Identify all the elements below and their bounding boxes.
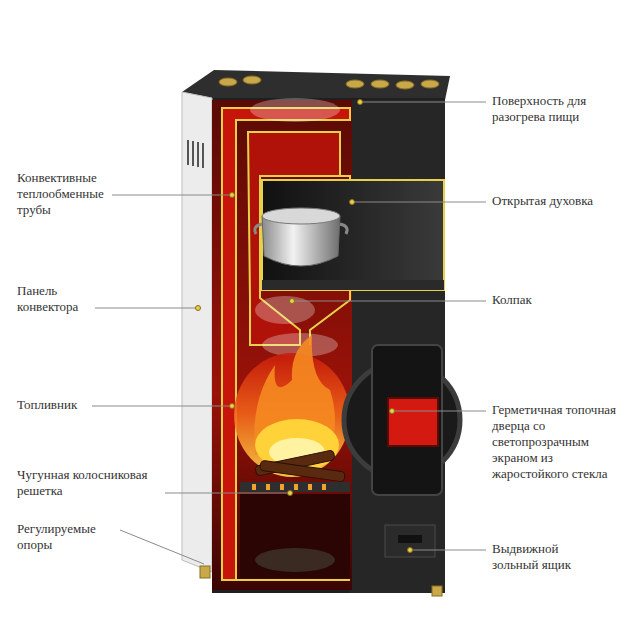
leader-line	[120, 530, 204, 564]
smoke	[255, 296, 315, 324]
leader-dot	[230, 404, 235, 409]
stove-body	[350, 100, 445, 593]
leader-line	[292, 301, 486, 302]
firebox-cutaway	[222, 108, 350, 580]
firebox-door	[388, 398, 438, 446]
leader-line	[352, 202, 486, 203]
part-label: Выдвижной зольный ящик	[492, 541, 592, 573]
cast-iron-grate	[280, 484, 284, 490]
cast-iron-grate	[252, 484, 326, 490]
adjustable-legs	[432, 586, 442, 596]
cast-iron-grate	[322, 484, 326, 490]
part-label: Герметичная топочная дверца со светопроз…	[492, 402, 622, 482]
fire	[234, 335, 350, 477]
leader-dot	[288, 491, 293, 496]
leader-dot	[358, 100, 363, 105]
cooking-surface-burners	[219, 76, 439, 89]
stove-body	[212, 98, 445, 593]
leader-dot	[408, 548, 413, 553]
smoke	[250, 98, 340, 122]
leader-line	[112, 195, 232, 196]
leader-line	[360, 102, 486, 103]
pot	[255, 224, 262, 234]
cast-iron-grate	[252, 484, 256, 490]
convector-vents	[192, 141, 194, 166]
leader-dot	[390, 409, 395, 414]
pot	[340, 224, 347, 234]
leader-dot	[196, 306, 201, 311]
cooking-surface-burners	[421, 80, 439, 88]
cooking-surface-burners	[371, 80, 389, 88]
firebox-cutaway	[212, 100, 352, 590]
ash-pit	[240, 494, 350, 578]
cast-iron-grate	[240, 482, 350, 492]
stove-body	[182, 70, 450, 593]
convector-vents	[188, 140, 203, 168]
open-oven	[262, 280, 444, 290]
cast-iron-grate	[294, 484, 298, 490]
leader-dot	[196, 100, 413, 553]
leader-line	[392, 411, 486, 412]
logs	[255, 450, 345, 482]
firebox-door	[372, 345, 442, 495]
cooking-surface-burners	[396, 81, 414, 89]
cast-iron-grate	[266, 484, 270, 490]
ash-pit	[255, 548, 335, 572]
ash-drawer	[398, 535, 422, 543]
leader-dot	[230, 193, 235, 198]
leader-dot	[350, 200, 355, 205]
logs	[260, 460, 346, 482]
leader-line	[92, 406, 232, 407]
ash-pit	[240, 494, 350, 578]
stove-body	[182, 92, 212, 572]
open-oven	[262, 180, 444, 290]
leader-line	[165, 493, 290, 494]
cast-iron-grate	[240, 482, 350, 492]
part-label: Поверхность для разогрева пищи	[492, 93, 622, 125]
part-label: Панель конвектора	[17, 283, 92, 315]
convector-vents	[202, 143, 204, 168]
adjustable-legs	[200, 566, 442, 596]
cooking-surface-burners	[243, 76, 261, 84]
pot	[255, 208, 347, 266]
stove-body	[182, 70, 450, 100]
convector-vents	[187, 140, 189, 165]
cast-iron-grate	[308, 484, 312, 490]
convector-vents	[197, 142, 199, 167]
firebox-cutaway	[236, 579, 350, 581]
firebox-door	[344, 345, 460, 495]
leader-dot	[290, 299, 295, 304]
smoke	[250, 98, 340, 357]
adjustable-legs	[200, 566, 210, 578]
part-label: Открытая духовка	[492, 193, 632, 209]
part-label: Колпак	[492, 292, 612, 308]
ash-drawer	[385, 525, 435, 557]
leader-line	[95, 308, 198, 309]
cooking-surface-burners	[346, 80, 364, 88]
leader-line	[92, 102, 486, 564]
part-label: Топливник	[17, 397, 117, 413]
part-label: Конвективные теплообменные трубы	[17, 170, 117, 218]
pot	[262, 208, 340, 224]
cooking-surface-burners	[219, 78, 237, 86]
firebox-cutaway	[212, 100, 352, 590]
leader-line	[410, 550, 486, 551]
part-label: Регулируемые опоры	[17, 521, 112, 553]
open-oven	[262, 180, 444, 290]
part-label: Чугунная колосниковая решетка	[17, 467, 157, 499]
ash-drawer	[385, 525, 435, 557]
